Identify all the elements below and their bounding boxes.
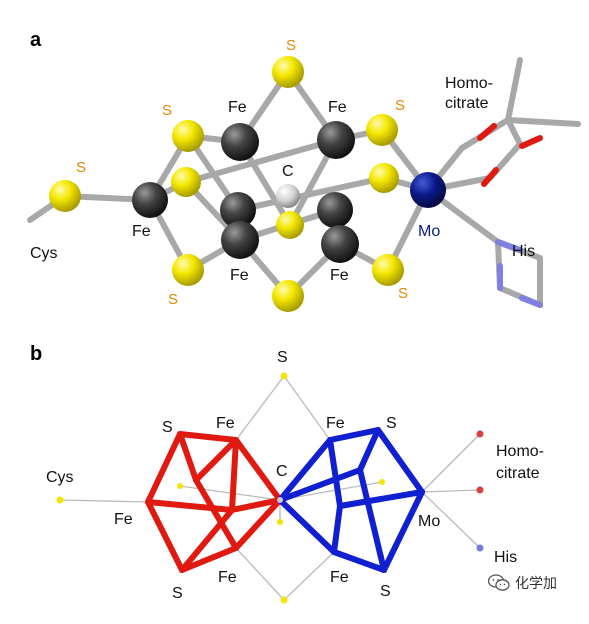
wechat-icon — [488, 574, 510, 591]
label-s: S — [76, 159, 86, 176]
sulfur-atom — [280, 372, 288, 380]
sulfur-atom — [280, 596, 288, 604]
label-fe: Fe — [216, 415, 235, 432]
sulfur-atom — [366, 114, 398, 146]
sulfur-atom — [372, 254, 404, 286]
label-cys: Cys — [46, 469, 74, 486]
nitrogen-atom — [476, 544, 484, 552]
iron-atom — [321, 225, 359, 263]
sulfur-atom — [272, 56, 304, 88]
panel-a-letter: a — [30, 29, 42, 51]
red-cube — [145, 431, 283, 573]
sulfur-atom — [49, 180, 81, 212]
label-s: S — [398, 285, 408, 302]
panel-a-nitrogen-bonds — [495, 239, 543, 308]
label-s: S — [168, 291, 178, 308]
label-homocitrate: Homo- — [496, 443, 544, 460]
oxygen-atom — [476, 430, 484, 438]
iron-atom — [221, 221, 259, 259]
label-s: S — [172, 585, 183, 602]
panel-a-labels: S S S S S S Fe Fe Fe Fe Fe C Cys Mo Homo… — [30, 37, 535, 308]
iron-atom — [317, 121, 355, 159]
panel-a-bonds — [27, 57, 581, 308]
panel-b-letter: b — [30, 343, 42, 365]
panel-a-oxygen-bonds — [477, 123, 543, 187]
label-fe: Fe — [132, 223, 151, 240]
panel-a-atoms — [49, 56, 446, 312]
label-his: His — [494, 549, 517, 566]
sulfur-atom — [276, 211, 304, 239]
label-fe: Fe — [218, 569, 237, 586]
label-homocitrate: citrate — [445, 95, 489, 112]
panel-b: b — [30, 343, 544, 604]
label-homocitrate: citrate — [496, 465, 540, 482]
label-mo: Mo — [418, 513, 440, 530]
label-cys: Cys — [30, 245, 58, 262]
carbon-atom — [277, 497, 283, 503]
label-s: S — [386, 415, 397, 432]
label-fe: Fe — [330, 569, 349, 586]
label-homocitrate: Homo- — [445, 75, 493, 92]
sulfur-atom — [177, 483, 183, 489]
label-s: S — [286, 37, 296, 54]
label-s: S — [277, 349, 288, 366]
sulfur-atom — [277, 519, 283, 525]
oxygen-atom — [476, 486, 484, 494]
label-fe: Fe — [230, 267, 249, 284]
label-s: S — [162, 419, 173, 436]
sulfur-atom — [172, 120, 204, 152]
panel-b-labels: S S Fe Fe S Cys C Homo- citrate Fe Mo Fe… — [46, 349, 544, 602]
label-his: His — [512, 243, 535, 260]
label-c: C — [276, 463, 288, 480]
blue-cube — [277, 427, 425, 573]
sulfur-atom — [379, 479, 385, 485]
label-s: S — [395, 97, 405, 114]
watermark-text: 化学加 — [515, 575, 557, 591]
label-c: C — [282, 163, 294, 180]
sulfur-atom — [272, 280, 304, 312]
label-fe: Fe — [228, 99, 247, 116]
label-fe: Fe — [326, 415, 345, 432]
sulfur-atom — [56, 496, 64, 504]
label-s: S — [380, 583, 391, 600]
iron-atom — [220, 192, 256, 228]
panel-a: a — [27, 29, 581, 312]
panel-b-atoms — [56, 372, 484, 604]
label-fe: Fe — [328, 99, 347, 116]
sulfur-atom — [172, 254, 204, 286]
iron-atom — [317, 192, 353, 228]
carbon-atom — [276, 184, 300, 208]
iron-atom — [221, 123, 259, 161]
watermark: 化学加 — [488, 572, 557, 594]
sulfur-atom — [171, 167, 201, 197]
iron-atom — [132, 182, 168, 218]
molybdenum-atom — [410, 172, 446, 208]
label-s: S — [162, 102, 172, 119]
label-fe: Fe — [114, 511, 133, 528]
label-mo: Mo — [418, 223, 440, 240]
label-fe: Fe — [330, 267, 349, 284]
sulfur-atom — [369, 163, 399, 193]
